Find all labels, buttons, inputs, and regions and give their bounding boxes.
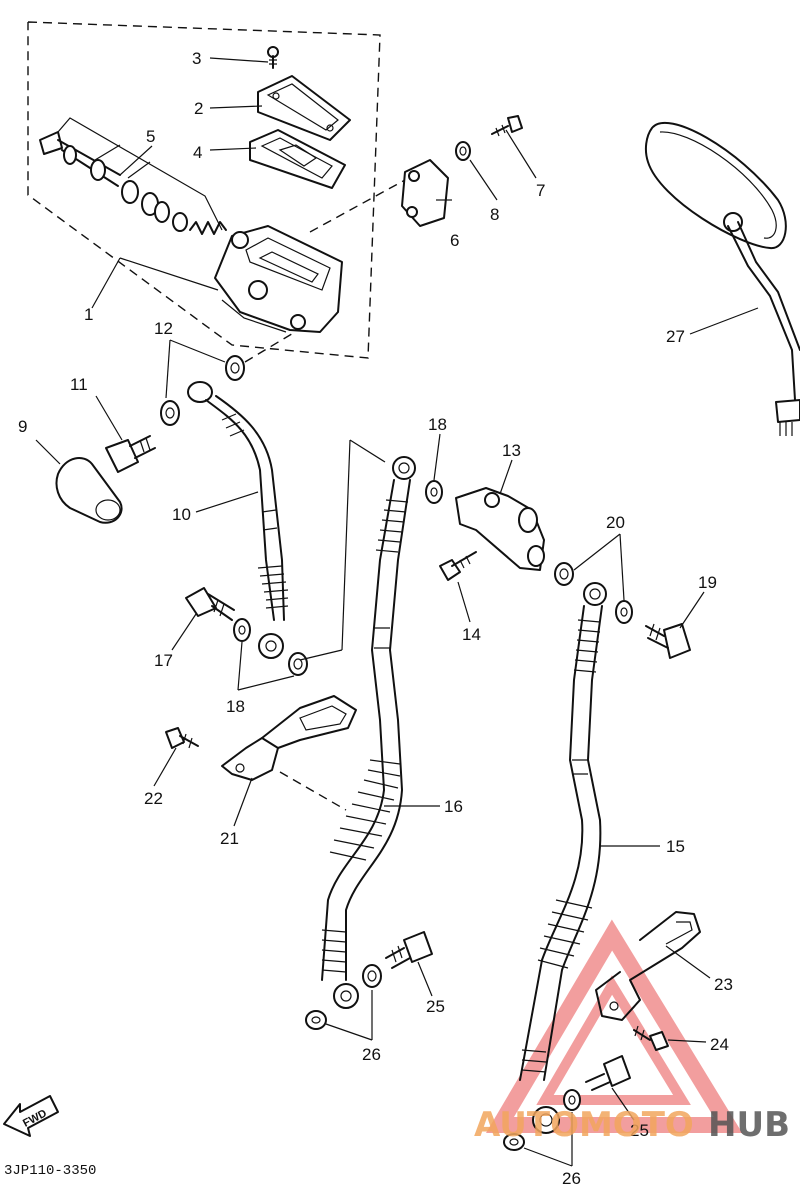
washer-18-top — [425, 480, 443, 504]
cap-9 — [55, 457, 123, 524]
label-20: 20 — [606, 513, 625, 532]
label-15: 15 — [666, 837, 685, 856]
washer-12-upper — [225, 355, 245, 381]
label-7: 7 — [536, 181, 545, 200]
brake-hose-joint-13 — [455, 487, 545, 571]
label-2: 2 — [194, 99, 203, 118]
union-bolt-25-left — [385, 931, 433, 969]
watermark-triangle — [485, 919, 743, 1133]
diaphragm-4 — [249, 129, 346, 189]
part-labels: 3 2 4 5 1 6 8 7 27 12 11 9 10 18 13 20 1… — [18, 49, 733, 1187]
label-25-left: 25 — [426, 997, 445, 1016]
washer-26-right-a — [563, 1089, 581, 1111]
hose-guide-21 — [595, 911, 701, 1021]
master-cylinder-body — [214, 225, 343, 333]
label-16: 16 — [444, 797, 463, 816]
label-4: 4 — [193, 143, 202, 162]
label-25-right: 25 — [630, 1121, 649, 1140]
label-5: 5 — [146, 127, 155, 146]
label-21: 23 — [714, 975, 733, 994]
bolt-14 — [439, 551, 477, 581]
reservoir-cap-2 — [257, 75, 351, 141]
label-24: 22 — [144, 789, 163, 808]
label-11: 11 — [70, 375, 88, 394]
washer-26-left-a — [362, 964, 382, 988]
union-bolt-17 — [185, 587, 235, 621]
label-19: 19 — [698, 573, 717, 592]
watermark-text: AUTOMOTO HUB — [474, 1105, 790, 1145]
union-bolt-11 — [105, 435, 156, 473]
label-27: 27 — [666, 327, 685, 346]
washer-12-lower — [160, 400, 180, 426]
label-17: 17 — [154, 651, 173, 670]
label-6: 6 — [450, 231, 459, 250]
label-26-right: 26 — [562, 1169, 581, 1187]
label-1: 1 — [84, 305, 93, 324]
label-14: 14 — [462, 625, 481, 644]
washer-26-left-b — [305, 1010, 327, 1030]
brake-hose-10 — [187, 381, 289, 659]
bolt-22 — [633, 1025, 669, 1051]
label-18-top: 18 — [428, 415, 447, 434]
label-10: 10 — [172, 505, 191, 524]
label-13: 13 — [502, 441, 521, 460]
bolt-24 — [165, 727, 199, 749]
label-18-bottom: 18 — [226, 697, 245, 716]
drawing-code: 3JP110-3350 — [4, 1163, 96, 1179]
label-8: 8 — [490, 205, 499, 224]
mirror-27 — [644, 122, 800, 436]
washer-20-upper — [554, 562, 574, 586]
label-22: 24 — [710, 1035, 729, 1054]
screw-3 — [267, 46, 279, 69]
brake-hose-15 — [519, 582, 607, 1134]
brake-hose-16 — [321, 456, 416, 1009]
label-23: 21 — [220, 829, 239, 848]
master-cylinder-assembly — [27, 21, 406, 359]
watermark-part1: AUTOMOTO — [474, 1105, 694, 1145]
fwd-arrow-icon: FWD — [3, 1095, 59, 1137]
hose-guide-23 — [221, 695, 357, 781]
washer-20-lower — [615, 600, 633, 624]
label-26-left: 26 — [362, 1045, 381, 1064]
washer-18-left-a — [233, 618, 251, 642]
holder-6 — [401, 159, 449, 227]
washer-18-left-b — [288, 652, 308, 676]
leader-lines — [35, 57, 759, 1167]
washer-8 — [455, 141, 471, 161]
union-bolt-19 — [645, 623, 691, 659]
piston-kit-5 — [39, 117, 227, 235]
label-3: 3 — [192, 49, 201, 68]
bolt-7 — [491, 115, 523, 137]
washer-26-right-b — [503, 1133, 525, 1151]
label-9: 9 — [18, 417, 27, 436]
union-bolt-25-right — [585, 1055, 631, 1091]
watermark-part2: HUB — [708, 1105, 790, 1145]
label-12: 12 — [154, 319, 173, 338]
